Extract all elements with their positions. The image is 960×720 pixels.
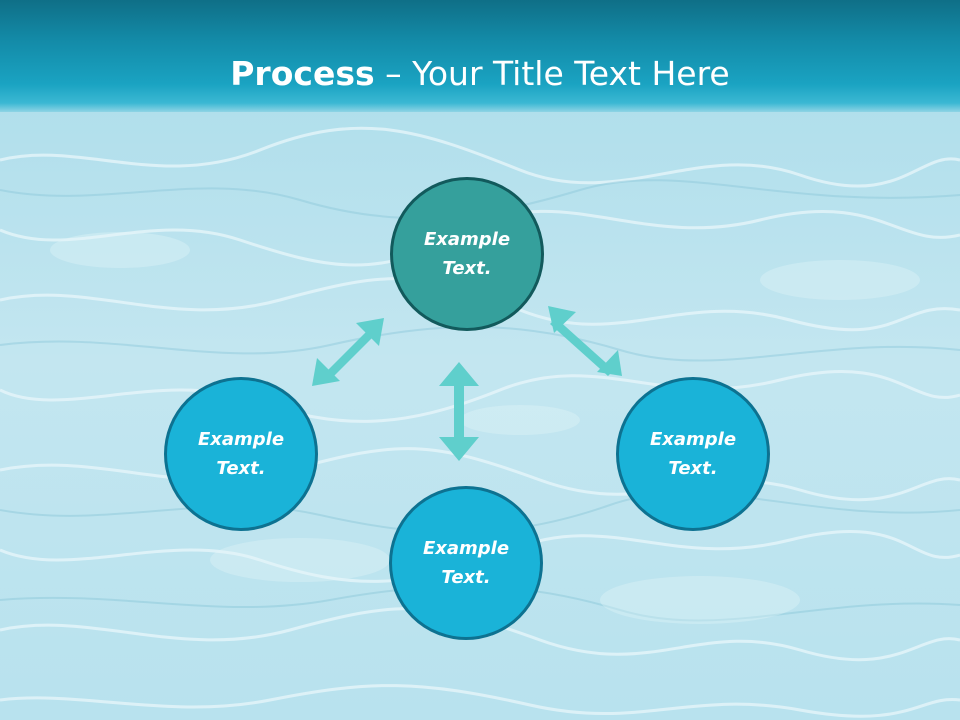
slide-title: Process – Your Title Text Here bbox=[0, 52, 960, 96]
arrow-center-left bbox=[312, 318, 384, 386]
node-right-label: Example Text. bbox=[649, 429, 737, 479]
node-right: Example Text. bbox=[616, 377, 770, 531]
title-bold: Process bbox=[230, 54, 375, 93]
arrow-center-right bbox=[548, 306, 622, 376]
node-bottom: Example Text. bbox=[389, 486, 543, 640]
node-center-label: Example Text. bbox=[423, 229, 511, 279]
title-rest: – Your Title Text Here bbox=[374, 54, 730, 93]
arrow-center-bottom bbox=[439, 362, 479, 461]
node-left: Example Text. bbox=[164, 377, 318, 531]
node-left-label: Example Text. bbox=[197, 429, 285, 479]
node-center: Example Text. bbox=[390, 177, 544, 331]
node-bottom-label: Example Text. bbox=[422, 538, 510, 588]
title-bar bbox=[0, 0, 960, 112]
